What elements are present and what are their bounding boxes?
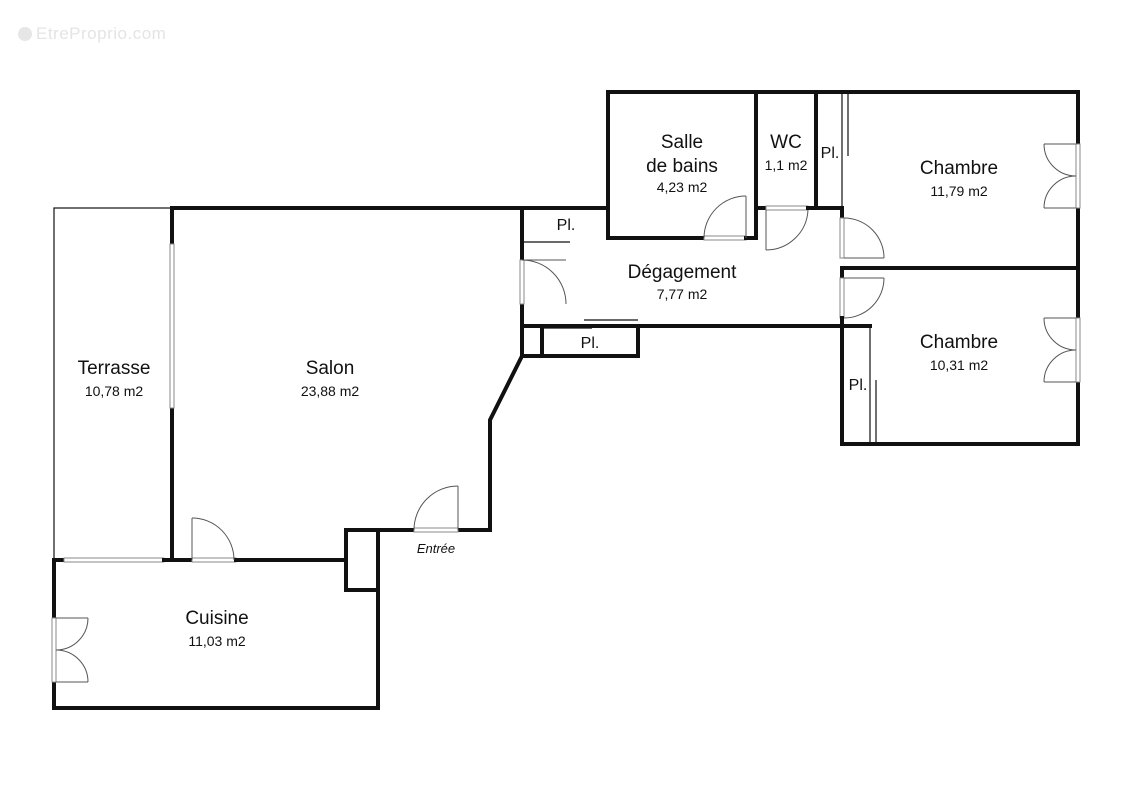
room-chambre-2: Chambre 10,31 m2 [920, 332, 998, 373]
room-name: WC [770, 132, 802, 153]
room-area: 1,1 m2 [765, 157, 808, 173]
room-wc: WC 1,1 m2 [765, 132, 808, 173]
closet-label: Pl. [581, 335, 600, 352]
room-name-line1: Salle [661, 132, 703, 153]
room-area: 11,79 m2 [930, 183, 988, 199]
cuisine-walls [51, 557, 380, 710]
salon-walls [169, 206, 524, 710]
room-name: Dégagement [628, 262, 738, 283]
room-area: 4,23 m2 [657, 179, 708, 195]
room-name: Salon [306, 358, 355, 379]
room-area: 10,31 m2 [930, 357, 989, 373]
watermark: EtreProprio.com [18, 24, 166, 44]
room-name: Chambre [920, 158, 998, 179]
room-salle-de-bains: Salle de bains 4,23 m2 [646, 132, 718, 195]
room-area: 23,88 m2 [301, 383, 360, 399]
room-area: 10,78 m2 [85, 383, 144, 399]
room-name-line2: de bains [646, 156, 718, 177]
room-name: Cuisine [185, 608, 248, 629]
entrance-door [413, 485, 459, 533]
closet-label: Pl. [849, 377, 868, 394]
room-cuisine: Cuisine 11,03 m2 [185, 608, 248, 649]
terrasse-window [63, 557, 165, 563]
watermark-text: EtreProprio.com [36, 24, 167, 43]
logo-circle-icon [18, 27, 32, 41]
salle-de-bains-walls [606, 90, 1080, 241]
room-name: Terrasse [78, 358, 151, 379]
room-chambre-1: Chambre 11,79 m2 [920, 158, 998, 199]
closet-label: Pl. [557, 217, 576, 234]
room-salon: Salon 23,88 m2 [301, 358, 360, 399]
room-area: 11,03 m2 [188, 633, 246, 649]
room-terrasse: Terrasse 10,78 m2 [78, 358, 151, 399]
closet-label: Pl. [821, 145, 840, 162]
room-degagement: Dégagement 7,77 m2 [628, 262, 738, 302]
degagement-walls [519, 206, 844, 358]
chambre-1-walls [839, 90, 1081, 270]
entrance-label: Entrée [417, 541, 455, 556]
chambre-2-walls [839, 266, 1081, 446]
kitchen-door [191, 517, 235, 561]
room-area: 7,77 m2 [657, 286, 708, 302]
kitchen-double-door [55, 617, 89, 683]
wc-walls [754, 90, 844, 251]
salon-window [169, 243, 175, 409]
room-name: Chambre [920, 332, 998, 353]
